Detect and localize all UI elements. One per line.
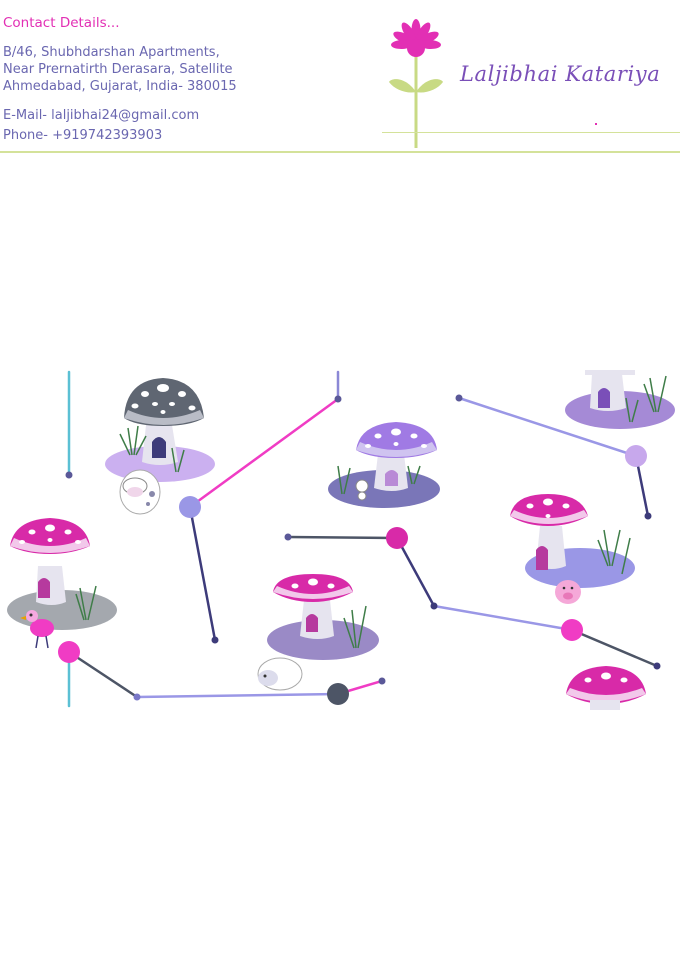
mushroom-house-pink-bottom <box>566 666 646 710</box>
connector-nodes <box>58 394 661 705</box>
address-line-3: Ahmedabad, Gujarat, India- 380015 <box>3 79 237 94</box>
mushroom-house-gray <box>105 378 215 482</box>
contact-heading: Contact Details... <box>3 15 120 31</box>
mushroom-house-pink-left <box>7 518 117 630</box>
mushroom-house-lilac <box>565 370 675 429</box>
flower-logo-icon <box>389 19 443 148</box>
email-text: E-Mail- laljibhai24@gmail.com <box>3 108 200 123</box>
mushroom-house-pink-right <box>510 494 635 588</box>
name-title: Laljibhai Katariya <box>460 62 661 86</box>
decorative-dot <box>595 123 597 125</box>
mushroom-house-pink-center <box>267 574 379 660</box>
mushroom-house-purple <box>328 422 440 508</box>
header-rule <box>0 151 680 153</box>
address-line-2: Near Prernatirth Derasara, Satellite <box>3 62 233 77</box>
phone-text: Phone- +919742393903 <box>3 128 163 143</box>
pig-figure <box>555 580 581 604</box>
sheep-figure <box>257 657 303 691</box>
address-line-1: B/46, Shubhdarshan Apartments, <box>3 45 220 60</box>
bird-figure <box>20 610 54 649</box>
contact-block: Contact Details... B/46, Shubhdarshan Ap… <box>3 14 383 146</box>
cow-figure <box>119 469 161 515</box>
connector-lines <box>67 370 659 708</box>
header-rule-right <box>382 132 680 133</box>
mushroom-illustration <box>7 370 675 710</box>
